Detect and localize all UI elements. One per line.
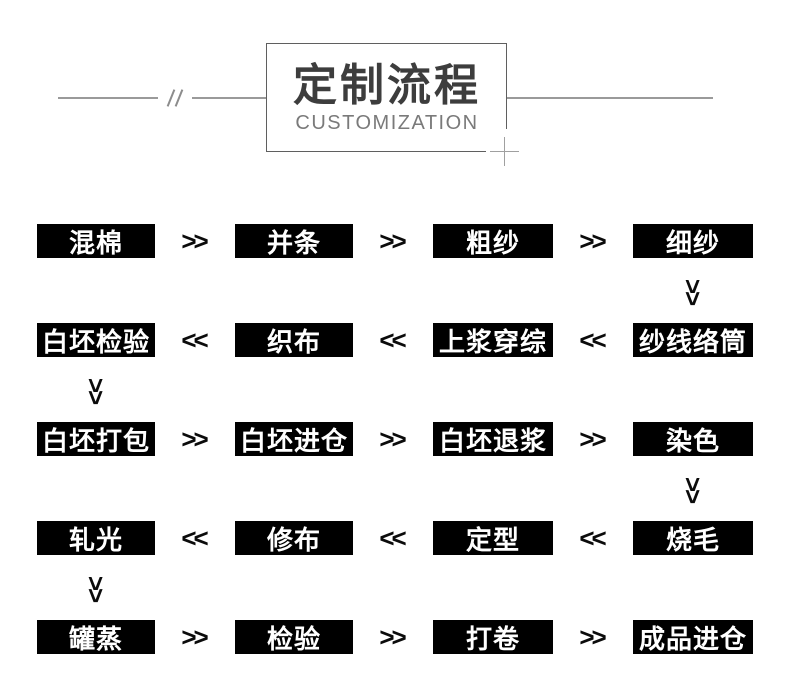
- right-divider-line: [507, 97, 713, 99]
- arrow-right-icon: >>: [181, 621, 208, 652]
- flow-row-2: 白坯检验 << 织布 << 上浆穿综 << 纱线络筒: [37, 323, 753, 357]
- flow-step: 细纱: [633, 224, 753, 258]
- arrow-right-icon: >>: [379, 225, 406, 256]
- flow-step: 罐蒸: [37, 620, 155, 654]
- arrow-down-icon: >>: [81, 377, 111, 402]
- arrow-left-icon: <<: [579, 522, 606, 553]
- flow-step: 白坯退浆: [433, 422, 553, 456]
- flow-step: 轧光: [37, 521, 155, 555]
- flow-step: 上浆穿综: [433, 323, 553, 357]
- flow-step: 白坯检验: [37, 323, 155, 357]
- flow-step: 混棉: [37, 224, 155, 258]
- flow-step: 织布: [235, 323, 353, 357]
- page-title: 定制流程: [293, 60, 481, 110]
- arrow-right-icon: >>: [181, 423, 208, 454]
- process-flowchart: 混棉 >> 并条 >> 粗纱 >> 细纱 >> 白坯检验 << 织布 << 上浆…: [37, 224, 753, 654]
- flow-step: 定型: [433, 521, 553, 555]
- page-subtitle: CUSTOMIZATION: [295, 112, 479, 135]
- arrow-left-icon: <<: [379, 324, 406, 355]
- flow-step: 白坯打包: [37, 422, 155, 456]
- arrow-down-icon: >>: [678, 476, 708, 501]
- flow-step: 成品进仓: [633, 620, 753, 654]
- slash-icon: [166, 89, 176, 107]
- flow-step: 打卷: [433, 620, 553, 654]
- header-box: 定制流程 CUSTOMIZATION: [266, 43, 507, 152]
- line-break-slashes: [158, 86, 192, 110]
- flow-connector: >>: [37, 357, 753, 422]
- flow-step: 纱线络筒: [633, 323, 753, 357]
- flow-connector: >>: [37, 555, 753, 620]
- arrow-right-icon: >>: [379, 621, 406, 652]
- flow-row-4: 轧光 << 修布 << 定型 << 烧毛: [37, 521, 753, 555]
- arrow-left-icon: <<: [579, 324, 606, 355]
- slash-icon: [174, 89, 184, 107]
- flow-row-5: 罐蒸 >> 检验 >> 打卷 >> 成品进仓: [37, 620, 753, 654]
- flow-connector: >>: [37, 456, 753, 521]
- flow-step: 烧毛: [633, 521, 753, 555]
- arrow-right-icon: >>: [579, 225, 606, 256]
- left-divider-line: [58, 86, 266, 110]
- arrow-right-icon: >>: [579, 621, 606, 652]
- flow-step: 修布: [235, 521, 353, 555]
- arrow-left-icon: <<: [379, 522, 406, 553]
- flow-step: 白坯进仓: [235, 422, 353, 456]
- flow-step: 并条: [235, 224, 353, 258]
- arrow-down-icon: >>: [81, 575, 111, 600]
- arrow-right-icon: >>: [181, 225, 208, 256]
- arrow-left-icon: <<: [181, 522, 208, 553]
- header-box-bottom-border: [267, 151, 486, 152]
- flow-row-3: 白坯打包 >> 白坯进仓 >> 白坯退浆 >> 染色: [37, 422, 753, 456]
- flow-step: 粗纱: [433, 224, 553, 258]
- arrow-right-icon: >>: [579, 423, 606, 454]
- flow-step: 染色: [633, 422, 753, 456]
- flow-connector: >>: [37, 258, 753, 323]
- flow-step: 检验: [235, 620, 353, 654]
- flow-row-1: 混棉 >> 并条 >> 粗纱 >> 细纱: [37, 224, 753, 258]
- arrow-left-icon: <<: [181, 324, 208, 355]
- arrow-right-icon: >>: [379, 423, 406, 454]
- header-box-right-border: [506, 44, 507, 129]
- arrow-down-icon: >>: [678, 278, 708, 303]
